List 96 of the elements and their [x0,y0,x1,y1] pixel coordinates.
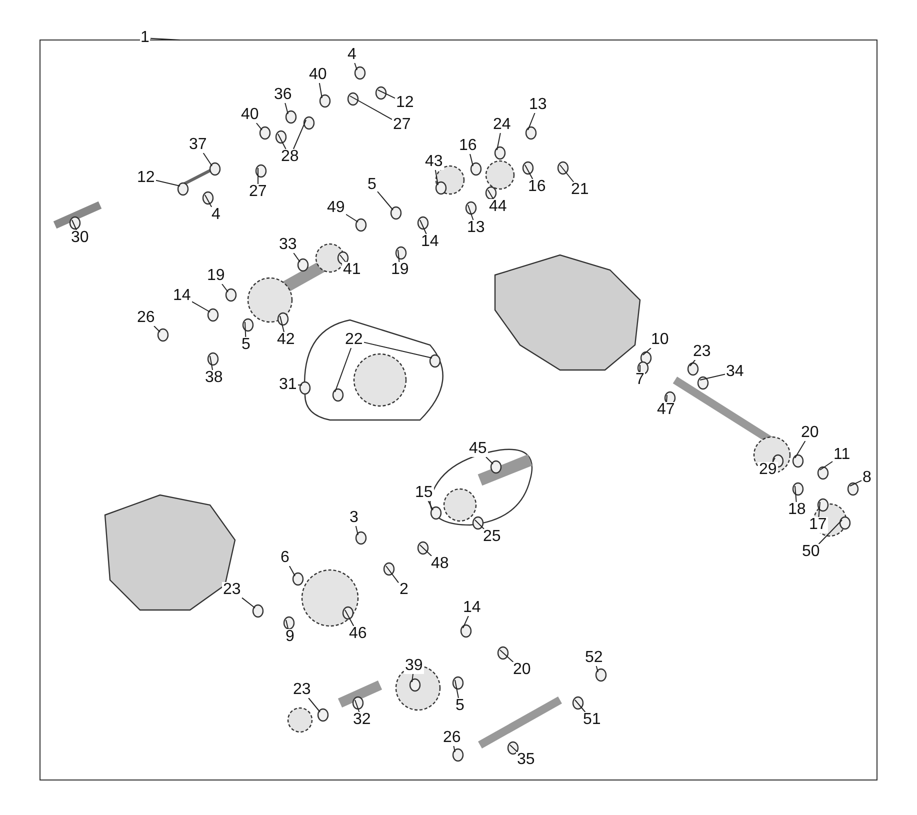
leader-line [350,96,392,120]
leader-line [454,680,459,698]
leader-line [500,650,514,662]
leader-line [496,132,501,150]
callout-number: 14 [462,600,482,616]
leader-line [156,180,180,186]
leader-line [377,191,394,210]
callout-number: 14 [172,288,192,304]
leader-line [474,520,484,530]
callout-number: 26 [136,310,156,326]
callout-number: 24 [492,117,512,133]
callout-number: 19 [206,268,226,284]
leader-line [222,284,228,292]
leader-line [596,666,598,672]
leader-line [772,458,776,462]
leader-line [412,674,414,682]
leader-line [308,698,320,712]
callout-number: 45 [468,441,488,457]
callout-number: 23 [292,682,312,698]
leader-line [574,700,586,712]
leader-line [528,112,536,130]
leader-line [398,250,400,262]
callout-number: 37 [188,137,208,153]
callout-number: 20 [800,425,820,441]
callout-number: 39 [404,658,424,674]
callout-number: 17 [808,517,828,533]
callout-number: 22 [344,332,364,348]
leader-line [462,616,469,628]
callout-number: 26 [442,730,462,746]
leader-line [560,164,574,182]
leader-line [794,486,797,502]
leader-line [346,214,358,222]
callout-number: 6 [280,550,290,566]
callout-number: 15 [414,485,434,501]
leader-line [794,440,806,458]
leader-line [72,220,77,230]
leader-line [256,122,262,130]
callout-number: 10 [650,332,670,348]
leader-line [292,120,306,150]
leader-line [818,520,842,544]
leader-line [510,744,518,752]
leader-line [242,597,256,608]
leader-line [278,134,286,150]
leader-line [378,90,396,99]
leader-line [150,38,180,40]
leader-line [820,460,833,470]
leader-line [386,566,399,584]
leader-line [420,220,427,234]
callout-number: 23 [692,344,712,360]
callout-number: 36 [273,87,293,103]
leader-line [288,566,296,576]
callout-number: 40 [308,67,328,83]
callout-number: 52 [584,650,604,666]
leader-line [210,356,214,370]
leader-line [486,456,494,464]
leader-line [284,102,288,114]
leader-line [286,620,289,630]
leader-line [434,170,438,186]
callout-number: 49 [326,200,346,216]
leader-line [420,544,432,556]
callout-number: 43 [424,154,444,170]
leader-line [340,254,346,262]
leader-line [488,190,494,200]
leader-line [293,252,300,262]
leader-line [453,746,456,752]
leader-line [666,394,668,402]
leader-line [850,480,862,486]
leader-line [428,500,434,510]
leader-line [192,301,210,312]
callout-number: 3 [348,510,360,526]
leader-line [298,384,302,386]
leader-line [154,326,160,332]
leader-line [818,502,820,518]
leader-line [318,82,322,98]
callout-number: 23 [222,582,242,598]
leader-line [354,700,360,712]
leader-line [524,164,534,180]
leader-line [355,526,358,536]
leader-line [690,360,696,366]
leader-line [204,194,212,208]
leader-line [354,62,358,70]
leader-line [470,154,474,166]
leader-line [244,322,246,338]
callout-number: 16 [458,138,478,154]
leader-line [364,342,432,358]
callout-number: 4 [346,47,358,63]
callout-number: 40 [240,107,260,123]
leader-line [642,348,652,356]
leader-line [344,610,354,626]
leader-line [202,152,212,166]
leader-line [700,374,726,380]
leader-line [334,348,352,392]
leader-line [468,204,474,220]
leader-line [280,316,284,332]
callout-number: 33 [278,237,298,253]
callout-number: 13 [528,97,548,113]
